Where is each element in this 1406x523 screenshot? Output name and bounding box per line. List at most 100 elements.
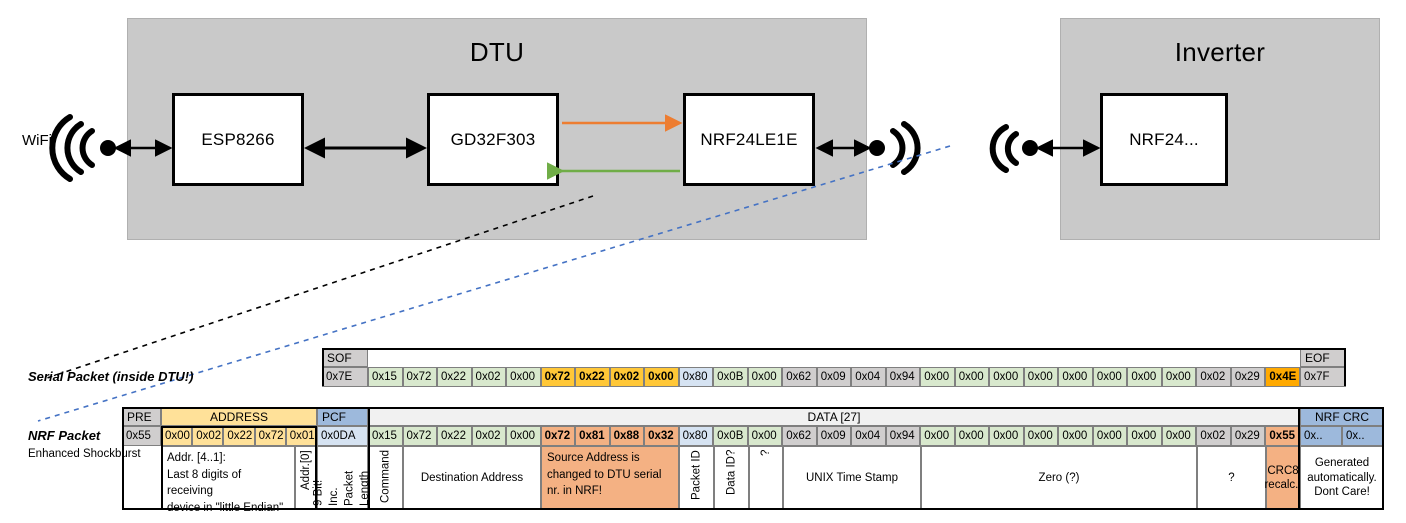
nrf-crc-row: 0x..0x.. <box>1300 426 1384 446</box>
nrf-cell-25: 0x29 <box>1230 426 1266 446</box>
chip-nrf24le1e-label: NRF24LE1E <box>700 129 798 149</box>
serial-cell-16: 0x00 <box>920 367 955 387</box>
serial-cell-17: 0x00 <box>954 367 990 387</box>
dtu-antenna-icon <box>890 121 921 175</box>
nrf-cell-24: 0x02 <box>1196 426 1231 446</box>
chip-gd32f303-label: GD32F303 <box>450 129 536 149</box>
serial-cell-3: 0x02 <box>471 367 507 387</box>
wifi-label: WiFi <box>22 132 52 149</box>
field-label-crc8: CRC8 recalc.! <box>1264 446 1302 510</box>
serial-cell-13: 0x09 <box>816 367 852 387</box>
field-label-command: Command <box>368 446 403 510</box>
chip-nrf24-label: NRF24... <box>1129 129 1199 149</box>
serial-eof-value: 0x7F <box>1300 367 1346 387</box>
wifi-antenna-dot <box>100 140 116 156</box>
serial-eof-header: EOF <box>1300 348 1346 367</box>
serial-cell-8: 0x00 <box>644 367 679 387</box>
nrf-cell-0: 0x15 <box>368 426 403 446</box>
nrf-cell-4: 0x00 <box>506 426 541 446</box>
field-label-unix-timestamp: UNIX Time Stamp <box>783 446 921 510</box>
field-label-data-id: Data ID? <box>714 446 749 510</box>
serial-cell-4: 0x00 <box>506 367 541 387</box>
field-label-packet-id: Packet ID <box>679 446 714 510</box>
serial-cell-2: 0x22 <box>437 367 472 387</box>
nrf-pcf-value: 0x0DA <box>317 426 368 446</box>
nrf-cell-6: 0x81 <box>575 426 610 446</box>
serial-cell-0: 0x15 <box>368 367 403 387</box>
nrf-address-cell-1: 0x02 <box>192 426 224 446</box>
serial-cell-10: 0x0B <box>713 367 748 387</box>
field-label-packet-length: 9 Bit! Inc. Packet Length <box>312 446 371 510</box>
serial-cell-9: 0x80 <box>678 367 714 387</box>
chip-nrf24: NRF24... <box>1100 93 1228 186</box>
nrf-address-header: ADDRESS <box>161 407 317 426</box>
nrf-cell-19: 0x00 <box>1023 426 1059 446</box>
field-label-unknown-2: ? <box>1197 446 1266 510</box>
nrf-data-header: DATA [27] <box>368 407 1300 426</box>
serial-cell-6: 0x22 <box>575 367 610 387</box>
serial-cell-21: 0x00 <box>1092 367 1128 387</box>
nrf-cell-21: 0x00 <box>1092 426 1128 446</box>
inverter-title: Inverter <box>1174 37 1266 67</box>
nrf-cell-5: 0x72 <box>540 426 576 446</box>
nrf-cell-13: 0x09 <box>816 426 852 446</box>
serial-cell-5: 0x72 <box>540 367 576 387</box>
serial-cell-22: 0x00 <box>1127 367 1162 387</box>
nrf-cell-20: 0x00 <box>1058 426 1093 446</box>
nrf-cell-1: 0x72 <box>402 426 438 446</box>
serial-cell-25: 0x29 <box>1230 367 1266 387</box>
nrf-address-cell-3: 0x72 <box>254 426 286 446</box>
nrf-cell-11: 0x00 <box>747 426 783 446</box>
serial-cell-20: 0x00 <box>1058 367 1093 387</box>
field-label-destination-address: Destination Address <box>403 446 541 510</box>
chip-gd32f303: GD32F303 <box>427 93 559 186</box>
nrf-cell-16: 0x00 <box>920 426 955 446</box>
dtu-antenna-dot <box>869 140 885 156</box>
serial-cell-7: 0x02 <box>609 367 645 387</box>
serial-sof-value: 0x7E <box>322 367 368 387</box>
nrf-cell-14: 0x04 <box>851 426 886 446</box>
chip-nrf24le1e: NRF24LE1E <box>683 93 815 186</box>
nrf-cell-23: 0x00 <box>1161 426 1197 446</box>
nrf-cell-8: 0x32 <box>644 426 679 446</box>
nrf-crc-cell-0: 0x.. <box>1300 426 1342 446</box>
field-label-zero: Zero (?) <box>921 446 1197 510</box>
inverter-antenna-icon <box>989 124 1019 173</box>
serial-cell-12: 0x62 <box>782 367 817 387</box>
serial-cell-26: 0x4E <box>1265 367 1300 387</box>
nrf-cell-2: 0x22 <box>437 426 472 446</box>
serial-cell-1: 0x72 <box>402 367 438 387</box>
nrf-crc-cell-1: 0x.. <box>1342 426 1384 446</box>
nrf-address-cell-4: 0x01 <box>285 426 317 446</box>
chip-esp8266: ESP8266 <box>172 93 304 186</box>
serial-cell-14: 0x04 <box>851 367 886 387</box>
serial-cell-18: 0x00 <box>989 367 1024 387</box>
nrf-cell-9: 0x80 <box>678 426 714 446</box>
wifi-antenna-icon <box>49 114 95 182</box>
inverter-antenna-dot <box>1022 140 1038 156</box>
serial-cell-15: 0x94 <box>885 367 921 387</box>
nrf-pre-value: 0x55 <box>122 426 161 446</box>
nrf-address-cell-0: 0x00 <box>161 426 193 446</box>
field-label-source-address: Source Address is changed to DTU serial … <box>541 446 679 510</box>
nrf-sub-label: Enhanced Shockburst <box>28 448 141 460</box>
nrf-pre-header: PRE <box>122 407 161 426</box>
serial-cell-19: 0x00 <box>1023 367 1059 387</box>
field-label-addr-41: Addr. [4..1]: Last 8 digits of receiving… <box>161 446 295 514</box>
nrf-packet-row-label: NRF Packet <box>28 428 101 443</box>
serial-cell-11: 0x00 <box>747 367 783 387</box>
chip-esp8266-label: ESP8266 <box>201 129 275 149</box>
nrf-cell-22: 0x00 <box>1127 426 1162 446</box>
nrf-crc-header: NRF CRC <box>1300 407 1384 426</box>
serial-cell-24: 0x02 <box>1196 367 1231 387</box>
serial-sof-header: SOF <box>322 348 368 367</box>
nrf-cell-3: 0x02 <box>471 426 507 446</box>
field-label-unknown-1: ? <box>749 446 783 510</box>
field-label-nrf-crc-note: Generated automatically. Dont Care! <box>1300 446 1384 510</box>
nrf-cell-12: 0x62 <box>782 426 817 446</box>
nrf-cell-26: 0x55 <box>1265 426 1300 446</box>
serial-packet-row-label: Serial Packet (inside DTU!) <box>28 369 194 384</box>
